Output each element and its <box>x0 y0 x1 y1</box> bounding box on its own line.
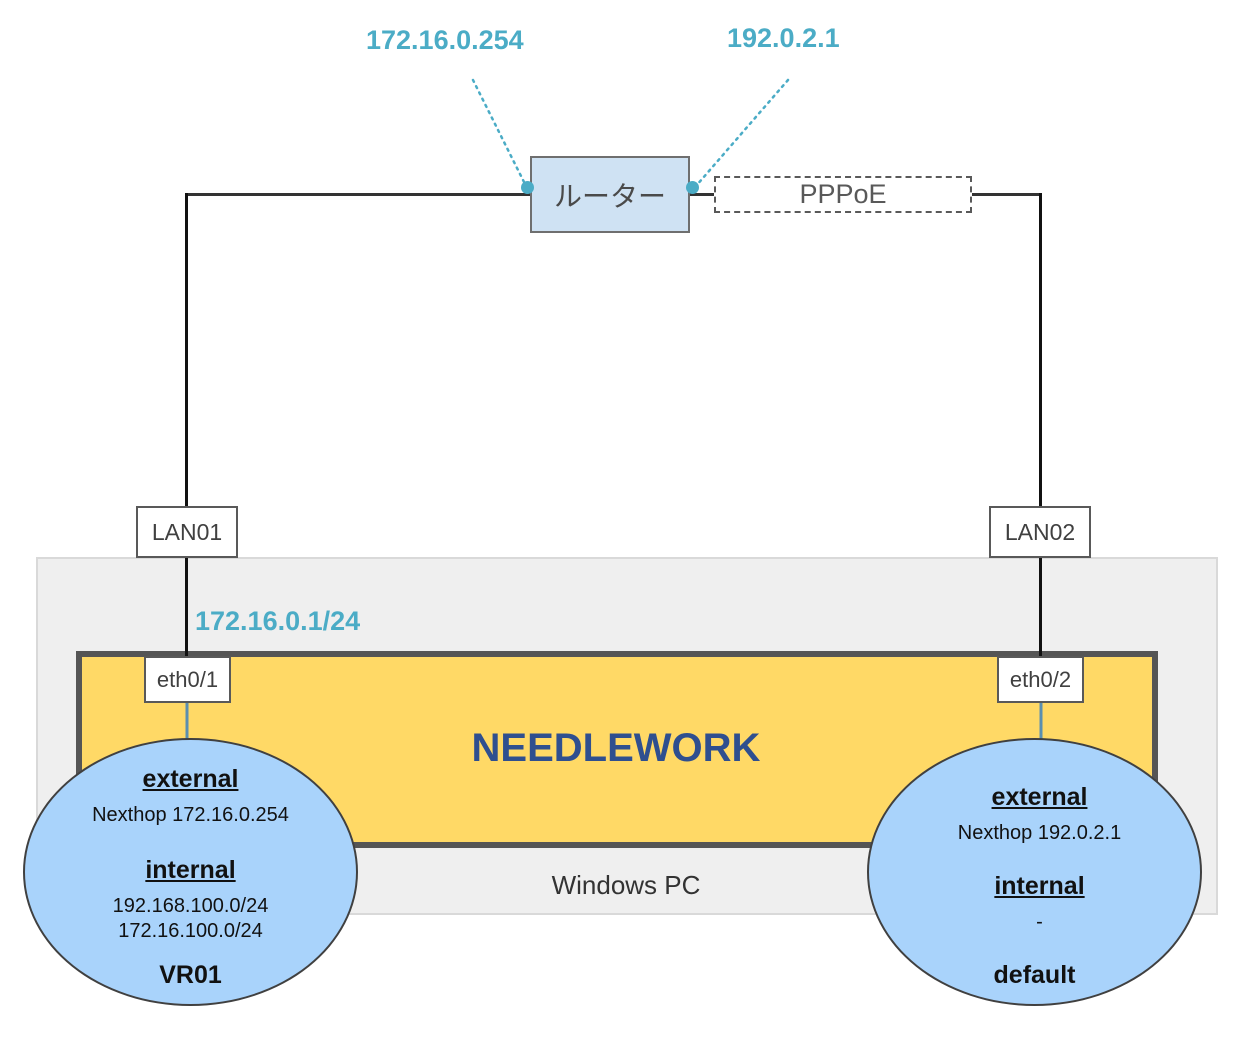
vr01-internal-route: 172.16.100.0/24 <box>118 920 263 942</box>
vr01-external-nexthop: Nexthop 172.16.0.254 <box>92 804 289 826</box>
wire-right-vertical <box>1039 193 1042 506</box>
router-wan-leader <box>694 78 790 188</box>
lan01-port: LAN01 <box>136 506 238 558</box>
vr01-internal-route: 192.168.100.0/24 <box>112 895 269 917</box>
router-lan-ip: 172.16.0.254 <box>366 25 524 55</box>
router-lan-port-dot <box>521 181 534 194</box>
vr-default-internal-title: internal <box>994 872 1085 900</box>
lan02-port: LAN02 <box>989 506 1091 558</box>
router-label: ルーター <box>553 179 666 213</box>
eth0-1-port: eth0/1 <box>144 656 231 703</box>
router-wan-ip: 192.0.2.1 <box>727 23 840 53</box>
vr-default-internal-route: - <box>1036 911 1043 933</box>
router-wan-port-dot <box>686 181 699 194</box>
wire-right-lower <box>1039 557 1042 657</box>
vr-default-external-title: external <box>991 783 1088 811</box>
vr-default-name: default <box>993 961 1076 989</box>
wire-left-vertical <box>185 193 188 506</box>
vr-default-external-nexthop: Nexthop 192.0.2.1 <box>957 822 1122 844</box>
windows-pc-label: Windows PC <box>551 870 701 900</box>
eth0-1-ip: 172.16.0.1/24 <box>195 606 361 636</box>
vr-default-ellipse <box>867 738 1202 1006</box>
vr01-ellipse <box>23 738 358 1006</box>
router-lan-leader <box>471 78 528 188</box>
needlework-label: NEEDLEWORK <box>471 726 761 770</box>
vr01-external-title: external <box>142 765 239 793</box>
vr01-name: VR01 <box>159 961 222 989</box>
vr01-internal-title: internal <box>145 856 236 884</box>
pppoe-label: PPPoE <box>799 179 887 209</box>
wire-left-top <box>186 193 530 196</box>
router-box: ルーター <box>530 156 690 233</box>
pppoe-box: PPPoE <box>714 176 972 213</box>
eth0-2-port: eth0/2 <box>997 656 1084 703</box>
wire-left-lower <box>185 557 188 657</box>
